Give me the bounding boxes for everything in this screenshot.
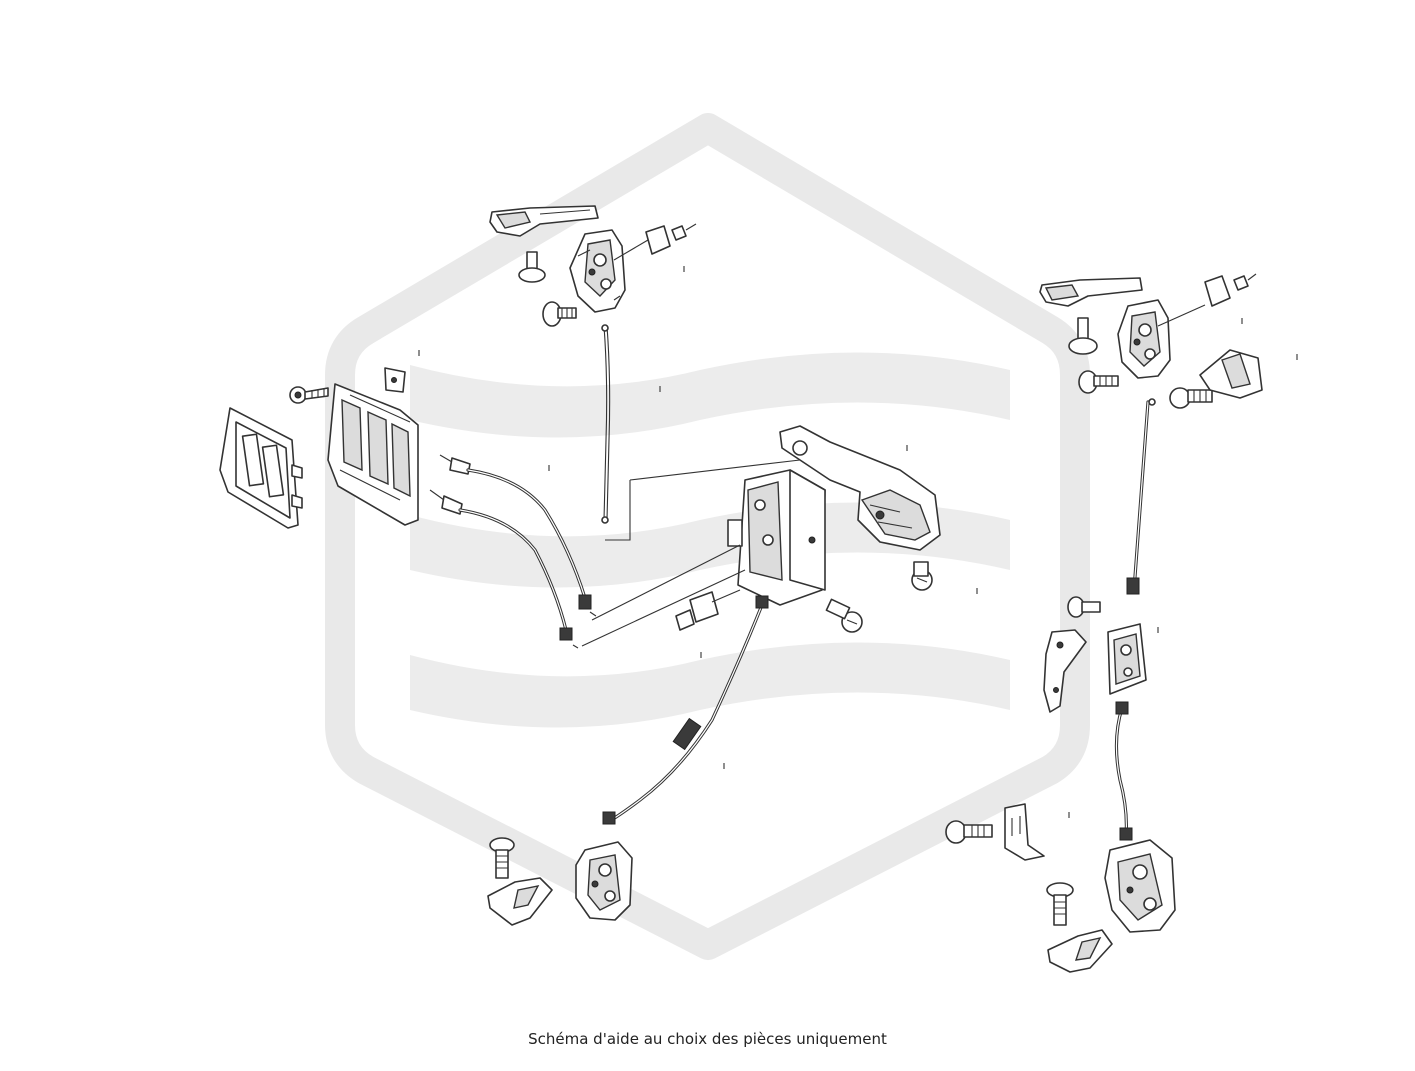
striker-plate-top-center <box>489 205 599 237</box>
bolt-outer-handle <box>911 561 933 591</box>
diagram-caption: Schéma d'aide au choix des pièces unique… <box>528 1030 887 1048</box>
bolt-top-center-1 <box>518 251 546 283</box>
release-lever-right <box>1043 629 1087 713</box>
latch-top-center-group <box>489 205 697 524</box>
screw-inner-handle <box>289 386 329 404</box>
bracket-bottom-right <box>1004 803 1045 861</box>
latch-mechanism-top-right <box>1117 299 1171 379</box>
bolt-top-right-1 <box>1068 317 1098 355</box>
latch-mechanism-bottom-center <box>575 841 633 921</box>
bolt-top-right-3 <box>1169 387 1213 409</box>
bracket-top-right <box>1199 349 1263 399</box>
handle-bezel-frame <box>219 407 303 529</box>
release-plate-right <box>1107 623 1147 695</box>
bolt-right-middle <box>1067 596 1101 618</box>
bolt-bottom-right-1 <box>945 820 993 844</box>
watermark-logo <box>325 113 1090 960</box>
inner-handle-left-group <box>219 367 597 649</box>
rod-top-right <box>1126 398 1156 595</box>
bolt-center-lower <box>825 598 863 633</box>
central-lock-actuator <box>581 459 826 647</box>
bolt-top-center-2 <box>542 301 577 327</box>
striker-bottom-center <box>487 877 553 926</box>
bolt-bottom-center <box>489 837 515 879</box>
bolt-top-right-2 <box>1078 370 1119 394</box>
striker-plate-top-right <box>1039 277 1143 307</box>
inner-release-right-group <box>1043 596 1147 841</box>
latch-bottom-right-group <box>945 803 1176 973</box>
long-cable-center <box>602 595 769 825</box>
outer-door-handle <box>779 425 941 551</box>
latch-bottom-center-group <box>487 837 633 926</box>
cable-connector-top-center <box>613 223 697 261</box>
cable-pair-inner-handle <box>429 454 597 649</box>
lock-cylinder-center <box>675 589 741 631</box>
clip-inner-handle <box>384 367 406 393</box>
bolt-bottom-right-2 <box>1046 882 1074 926</box>
latch-mechanism-bottom-right <box>1104 839 1176 933</box>
striker-bottom-right <box>1047 929 1113 973</box>
reference-tick-marks <box>418 266 1298 818</box>
latch-top-right-group <box>1039 273 1263 595</box>
cable-right-lower <box>1114 701 1133 841</box>
inner-handle-housing <box>327 383 419 526</box>
latch-mechanism-top-center <box>569 229 626 313</box>
cable-connector-top-right <box>1157 273 1257 327</box>
rod-top-center <box>601 324 611 524</box>
